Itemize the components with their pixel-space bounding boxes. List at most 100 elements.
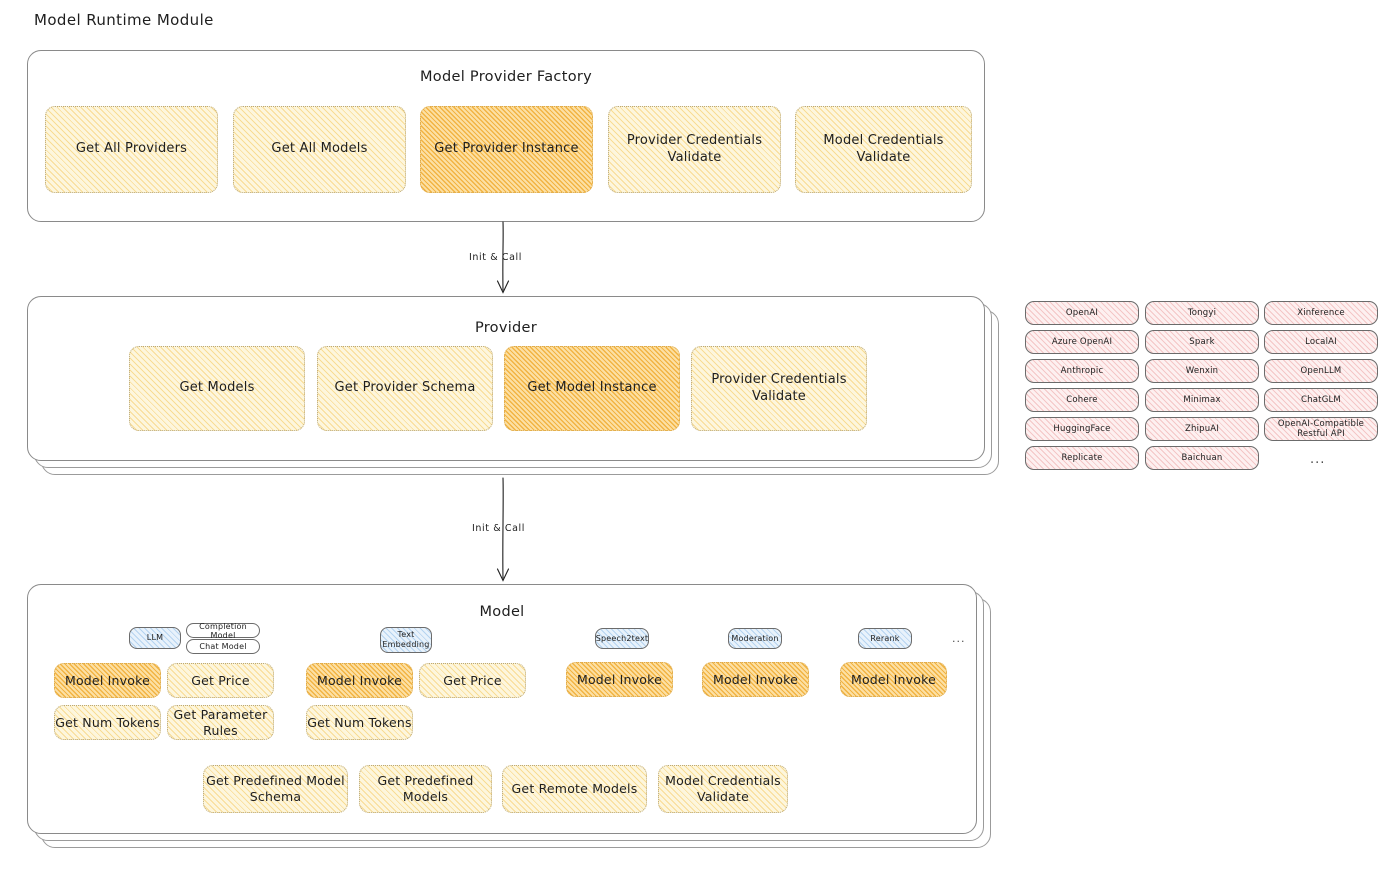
card-label: Get Parameter Rules (173, 706, 268, 738)
text-embedding-card-get-price[interactable]: Get Price (419, 663, 526, 698)
provider-card-get-models[interactable]: Get Models (129, 346, 305, 431)
model-card-get-predefined-model-schema[interactable]: Get Predefined Model Schema (203, 765, 348, 813)
card-label: Get Predefined Model Schema (206, 773, 345, 804)
provider-chip-azure-openai[interactable]: Azure OpenAI (1025, 330, 1139, 354)
llm-card-get-parameter-rules[interactable]: Get Parameter Rules (167, 705, 274, 740)
arrow-label-factory-to-provider: Init & Call (469, 252, 522, 263)
model-subtype-chat-model[interactable]: Chat Model (186, 639, 260, 654)
card-label: Provider Credentials Validate (626, 133, 763, 165)
provider-chip-openllm[interactable]: OpenLLM (1264, 359, 1378, 383)
card-label: Model Invoke (64, 672, 151, 688)
card-label: Get All Models (271, 141, 368, 157)
chip-label: Tongyi (1187, 308, 1217, 318)
chip-label: OpenLLM (1300, 366, 1342, 376)
arrow-label-provider-to-model: Init & Call (472, 523, 525, 534)
model-title: Model (479, 604, 525, 620)
moderation-card-model-invoke[interactable]: Model Invoke (702, 662, 809, 697)
card-label: Get Predefined Models (377, 773, 474, 804)
provider-chip-anthropic[interactable]: Anthropic (1025, 359, 1139, 383)
model-card-get-remote-models[interactable]: Get Remote Models (502, 765, 647, 813)
card-label: Get Remote Models (511, 781, 638, 797)
provider-chip-tongyi[interactable]: Tongyi (1145, 301, 1259, 325)
card-label: Get Provider Instance (434, 141, 579, 157)
provider-list-more-ellipsis: ... (1310, 452, 1326, 467)
factory-card-provider-credentials-validate[interactable]: Provider Credentials Validate (608, 106, 781, 193)
card-label: Get Model Instance (527, 380, 657, 396)
chip-label: Wenxin (1185, 366, 1219, 376)
provider-chip-openai[interactable]: OpenAI (1025, 301, 1139, 325)
card-label: Model Invoke (576, 671, 663, 687)
model-type-badge-speech2text[interactable]: Speech2text (595, 628, 649, 649)
card-label: Get Num Tokens (55, 714, 160, 730)
provider-title: Provider (474, 320, 538, 336)
page-title: Model Runtime Module (34, 11, 214, 29)
model-type-badge-llm[interactable]: LLM (129, 627, 181, 649)
card-label: Get Num Tokens (307, 714, 412, 730)
chip-label: Anthropic (1060, 366, 1104, 376)
factory-card-get-all-models[interactable]: Get All Models (233, 106, 406, 193)
chip-label: Minimax (1183, 395, 1221, 405)
provider-card-get-model-instance[interactable]: Get Model Instance (504, 346, 680, 431)
chip-label: ChatGLM (1301, 395, 1341, 405)
arrowhead-provider-to-model (496, 568, 510, 582)
badge-label: Speech2text (595, 633, 649, 643)
model-provider-factory-title: Model Provider Factory (419, 69, 593, 85)
provider-chip-huggingface[interactable]: HuggingFace (1025, 417, 1139, 441)
text-embedding-card-get-num-tokens[interactable]: Get Num Tokens (306, 705, 413, 740)
llm-card-get-num-tokens[interactable]: Get Num Tokens (54, 705, 161, 740)
card-label: Model Invoke (712, 671, 799, 687)
provider-chip-openai-compatible-restful-api[interactable]: OpenAI-Compatible Restful API (1264, 417, 1378, 441)
text-embedding-card-model-invoke[interactable]: Model Invoke (306, 663, 413, 698)
card-label: Get All Providers (75, 141, 188, 157)
provider-chip-baichuan[interactable]: Baichuan (1145, 446, 1259, 470)
pill-label: Completion Model (199, 621, 247, 640)
provider-chip-minimax[interactable]: Minimax (1145, 388, 1259, 412)
card-label: Model Credentials Validate (823, 133, 944, 165)
model-types-more-ellipsis: ... (952, 632, 966, 645)
card-label: Get Models (179, 380, 255, 396)
card-label: Get Provider Schema (334, 380, 476, 396)
provider-chip-wenxin[interactable]: Wenxin (1145, 359, 1259, 383)
model-card-model-credentials-validate[interactable]: Model Credentials Validate (658, 765, 788, 813)
factory-card-get-all-providers[interactable]: Get All Providers (45, 106, 218, 193)
provider-chip-localai[interactable]: LocalAI (1264, 330, 1378, 354)
provider-chip-replicate[interactable]: Replicate (1025, 446, 1139, 470)
chip-label: Baichuan (1181, 453, 1223, 463)
chip-label: HuggingFace (1053, 424, 1111, 434)
card-label: Model Credentials Validate (665, 773, 781, 804)
chip-label: Replicate (1061, 453, 1103, 463)
pill-label: Chat Model (199, 642, 247, 651)
provider-card-provider-credentials-validate[interactable]: Provider Credentials Validate (691, 346, 867, 431)
card-label: Model Invoke (316, 672, 403, 688)
badge-label: Text Embedding (382, 630, 430, 649)
model-type-badge-moderation[interactable]: Moderation (728, 628, 782, 649)
provider-chip-xinference[interactable]: Xinference (1264, 301, 1378, 325)
card-label: Model Invoke (850, 671, 937, 687)
model-card-get-predefined-models[interactable]: Get Predefined Models (359, 765, 492, 813)
model-type-badge-text-embedding[interactable]: Text Embedding (380, 627, 432, 653)
factory-card-get-provider-instance[interactable]: Get Provider Instance (420, 106, 593, 193)
chip-label: Spark (1189, 337, 1215, 347)
badge-label: Rerank (870, 633, 900, 643)
speech2text-card-model-invoke[interactable]: Model Invoke (566, 662, 673, 697)
provider-chip-cohere[interactable]: Cohere (1025, 388, 1139, 412)
model-type-badge-rerank[interactable]: Rerank (858, 628, 912, 649)
rerank-card-model-invoke[interactable]: Model Invoke (840, 662, 947, 697)
chip-label: Azure OpenAI (1051, 337, 1113, 347)
factory-card-model-credentials-validate[interactable]: Model Credentials Validate (795, 106, 972, 193)
provider-chip-spark[interactable]: Spark (1145, 330, 1259, 354)
chip-label: OpenAI (1065, 308, 1099, 318)
llm-card-get-price[interactable]: Get Price (167, 663, 274, 698)
card-label: Get Price (191, 672, 250, 688)
model-subtype-completion-model[interactable]: Completion Model (186, 621, 260, 640)
provider-chip-zhipuai[interactable]: ZhipuAI (1145, 417, 1259, 441)
arrowhead-factory-to-provider (496, 280, 510, 294)
llm-card-model-invoke[interactable]: Model Invoke (54, 663, 161, 698)
card-label: Get Price (443, 672, 502, 688)
provider-chip-chatglm[interactable]: ChatGLM (1264, 388, 1378, 412)
provider-card-get-provider-schema[interactable]: Get Provider Schema (317, 346, 493, 431)
chip-label: Cohere (1066, 395, 1098, 405)
card-label: Provider Credentials Validate (711, 372, 847, 404)
badge-label: LLM (146, 633, 164, 642)
